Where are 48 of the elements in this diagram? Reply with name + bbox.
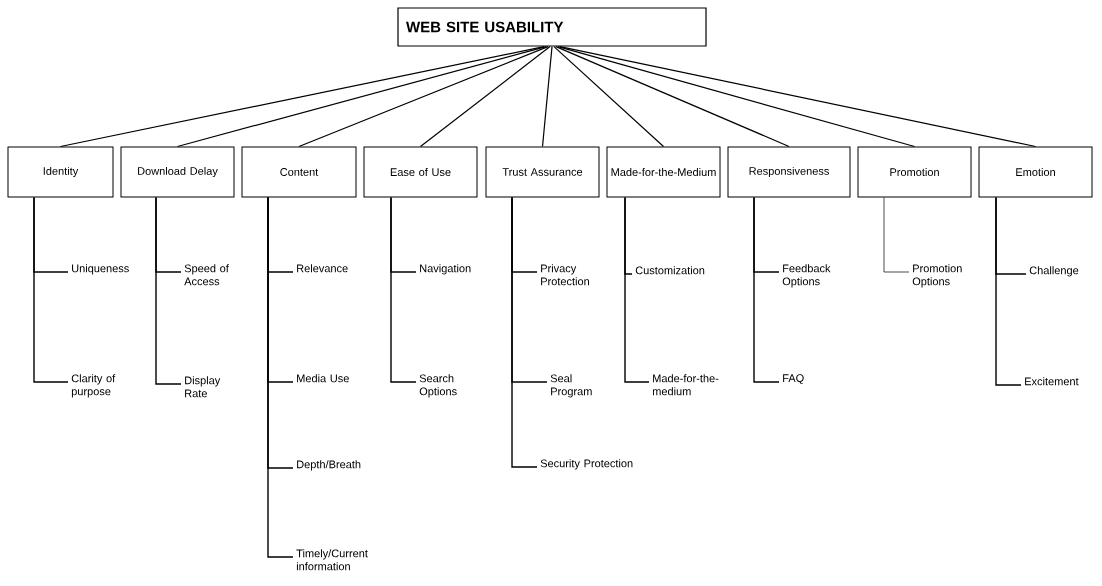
item-label: Depth/Breath (297, 460, 361, 471)
item-label: Promotion Options (912, 264, 962, 288)
item-label: Clarity of purpose (71, 374, 116, 398)
category-box: Download Delay (120, 146, 235, 198)
category-box: Responsiveness (727, 146, 851, 198)
item-label: Timely/Current information (296, 549, 368, 571)
connector-line (419, 46, 551, 148)
connector-line (59, 46, 545, 148)
item-label: Security Protection (540, 459, 633, 470)
connector-line (541, 46, 553, 148)
connector-line (33, 196, 69, 383)
item-label: Seal Program (550, 374, 592, 398)
connector-line (553, 46, 665, 148)
category-box: Identity (7, 146, 114, 198)
connector-line (390, 196, 417, 383)
category-box: Ease of Use (363, 146, 478, 198)
category-box: Made-for-the-Medium (606, 146, 721, 198)
item-label: Privacy Protection (541, 264, 589, 286)
item-label: FAQ (783, 374, 804, 384)
item-label: Relevance (297, 264, 348, 273)
category-box: Trust Assurance (485, 146, 600, 198)
connector-line (155, 196, 182, 385)
item-label: Made-for-the-medium (652, 374, 719, 396)
item-label: Media Use (297, 374, 349, 383)
item-label: Display Rate (185, 376, 221, 398)
connector-line (883, 197, 910, 273)
item-label: Challenge (1029, 266, 1079, 277)
item-label: Customization (635, 266, 705, 275)
connector-line (298, 46, 549, 148)
item-label: Speed of Access (184, 264, 229, 286)
item-label: Excitement (1025, 377, 1079, 386)
item-label: Uniqueness (72, 264, 129, 275)
connector-line (176, 46, 547, 148)
title-box: WEB SITE USABILITY (397, 7, 707, 47)
connector-line (753, 196, 780, 383)
connector-line (511, 196, 538, 468)
item-label: Navigation (420, 264, 471, 275)
category-box: Content (241, 146, 357, 198)
connector-line (555, 46, 790, 148)
connector-line (624, 196, 650, 383)
connector-line (557, 46, 916, 148)
connector-line (995, 196, 1022, 386)
connector-line (559, 46, 1037, 148)
connector-line (267, 196, 294, 558)
category-box: Emotion (978, 146, 1093, 198)
item-label: Search Options (419, 374, 457, 398)
item-label: Feedback Options (782, 264, 831, 288)
category-box: Promotion (857, 146, 972, 198)
